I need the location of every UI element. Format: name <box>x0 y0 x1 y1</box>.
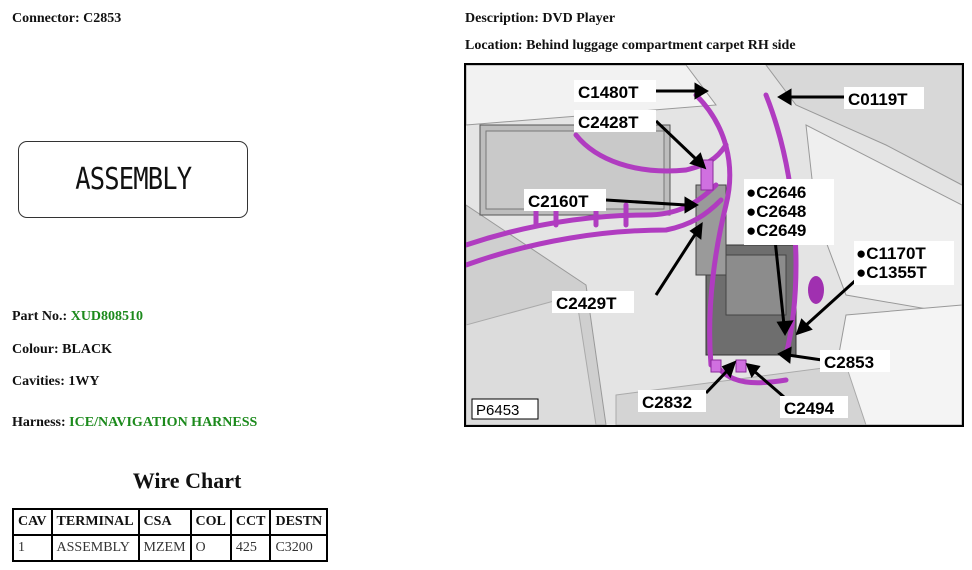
description-heading: Description: DVD Player <box>465 11 615 27</box>
cavities-value: 1WY <box>68 374 100 389</box>
callout-c1355t: ●C1355T <box>856 263 927 282</box>
part-number-row: Part No.: XUD808510 <box>12 309 143 325</box>
part-number-link[interactable]: XUD808510 <box>70 309 144 324</box>
connector-heading: Connector: C2853 <box>12 11 121 27</box>
cell-csa: MZEM <box>137 534 192 562</box>
cell-col: O <box>189 534 232 562</box>
description-label: Description: <box>465 11 539 26</box>
assembly-text: ASSEMBLY <box>74 162 192 197</box>
colour-row: Colour: BLACK <box>12 342 112 358</box>
wire-chart-title: Wire Chart <box>132 468 242 493</box>
harness-row: Harness: ICE/NAVIGATION HARNESS <box>12 415 257 431</box>
callout-c2494: C2494 <box>784 399 835 418</box>
callout-c2648: ●C2648 <box>746 202 806 221</box>
callout-c2428t: C2428T <box>578 113 639 132</box>
cavities-row: Cavities: 1WY <box>12 374 100 390</box>
callout-c1480t: C1480T <box>578 83 639 102</box>
cell-destn-link[interactable]: C3200 <box>269 534 329 562</box>
location-heading: Location: Behind luggage compartment car… <box>465 38 796 54</box>
callout-c2853: C2853 <box>824 353 874 372</box>
callout-c2832: C2832 <box>642 393 692 412</box>
header-cct: CCT <box>229 508 272 536</box>
wire-chart-header-row: CAV TERMINAL CSA COL CCT DESTN <box>12 508 329 536</box>
header-col: COL <box>189 508 232 536</box>
description-value: DVD Player <box>542 11 616 26</box>
location-illustration: C1480T C0119T C2428T C2160T ●C2646 ●C264… <box>466 65 962 425</box>
callout-c2649: ●C2649 <box>746 221 806 240</box>
harness-label: Harness: <box>12 415 66 430</box>
wire-chart-table: CAV TERMINAL CSA COL CCT DESTN 1 ASSEMBL… <box>12 508 329 562</box>
cavities-label: Cavities: <box>12 374 65 389</box>
header-destn: DESTN <box>269 508 329 536</box>
cell-cct: 425 <box>229 534 272 562</box>
header-csa: CSA <box>137 508 192 536</box>
location-value: Behind luggage compartment carpet RH sid… <box>526 38 796 53</box>
colour-value: BLACK <box>62 342 112 357</box>
location-label: Location: <box>465 38 523 53</box>
location-photo: C1480T C0119T C2428T C2160T ●C2646 ●C264… <box>464 63 964 427</box>
harness-link[interactable]: ICE/NAVIGATION HARNESS <box>69 415 258 430</box>
header-terminal: TERMINAL <box>50 508 140 536</box>
photo-id-label: P6453 <box>476 402 519 419</box>
colour-label: Colour: <box>12 342 59 357</box>
cell-terminal: ASSEMBLY <box>50 534 140 562</box>
cell-cav: 1 <box>12 534 53 562</box>
connector-label: Connector: <box>12 11 80 26</box>
table-row: 1 ASSEMBLY MZEM O 425 C3200 <box>12 534 329 562</box>
callout-c0119t: C0119T <box>848 90 908 109</box>
part-label: Part No.: <box>12 309 68 324</box>
callout-c2646: ●C2646 <box>746 183 806 202</box>
header-cav: CAV <box>12 508 53 536</box>
connector-value: C2853 <box>83 11 122 26</box>
callout-c2429t: C2429T <box>556 294 617 313</box>
callout-c1170t: ●C1170T <box>856 244 926 263</box>
callout-c2160t: C2160T <box>528 192 589 211</box>
connector-face-box: ASSEMBLY <box>18 141 248 218</box>
